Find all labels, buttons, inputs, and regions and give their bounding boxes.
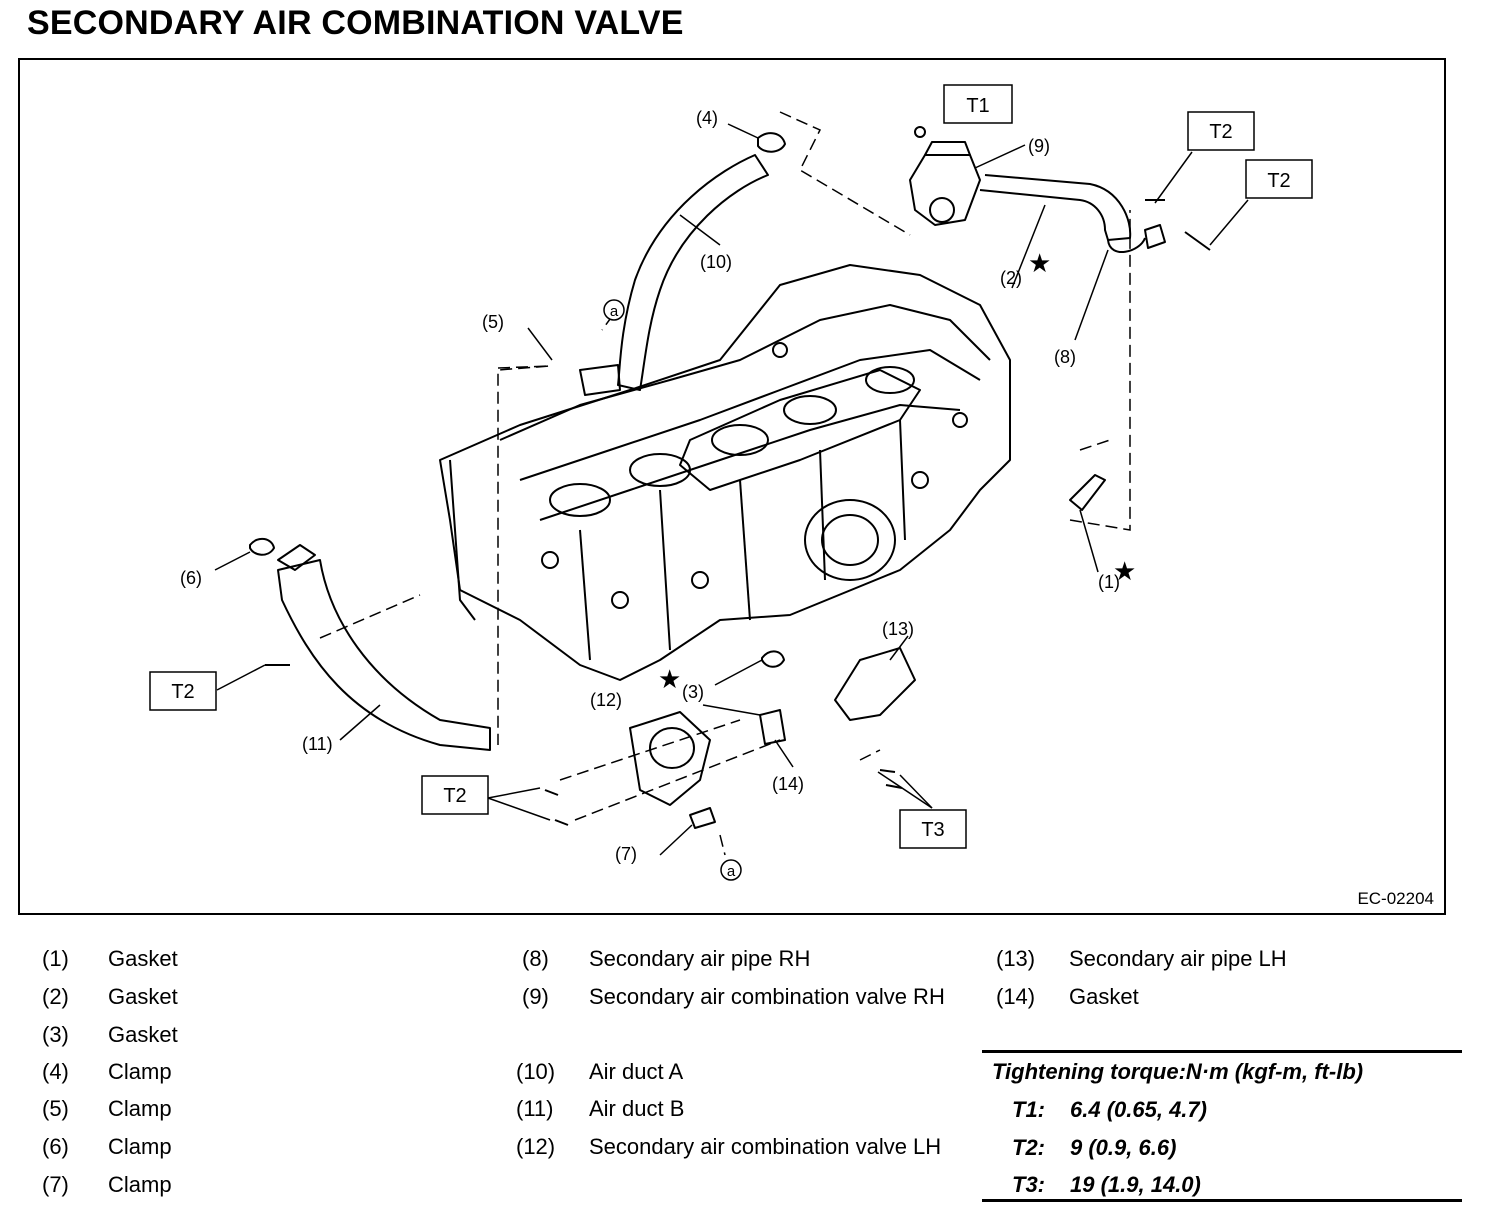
page-title: SECONDARY AIR COMBINATION VALVE: [27, 4, 684, 42]
star-icon: ★: [658, 665, 681, 695]
svg-text:a: a: [610, 303, 619, 320]
svg-text:T2: T2: [1209, 121, 1232, 143]
callout-10: (10): [700, 252, 732, 272]
svg-text:a: a: [727, 863, 736, 880]
callout-4: (4): [696, 108, 718, 128]
callout-9: (9): [1028, 136, 1050, 156]
svg-text:T2: T2: [171, 681, 194, 703]
torque-tag-t3: T3: [899, 809, 967, 849]
callout-14: (14): [772, 774, 804, 794]
torque-tag-t2: T2: [1187, 111, 1255, 151]
callout-13: (13): [882, 619, 914, 639]
valve-rh: [909, 154, 981, 226]
callout-11: (11): [302, 734, 333, 754]
callout-6: (6): [180, 568, 202, 588]
connection-marker-a: a: [603, 299, 625, 321]
callout-8: (8): [1054, 347, 1076, 367]
torque-tag-t2: T2: [149, 671, 217, 711]
callout-3: (3): [682, 682, 704, 702]
torque-tag-t1: T1: [943, 84, 1013, 124]
torque-table: Tightening torque:N·m (kgf-m, ft-lb) T1:…: [982, 1050, 1462, 1202]
callout-2: (2): [1000, 268, 1022, 288]
air-duct-a: [617, 154, 769, 391]
callout-7: (7): [615, 844, 637, 864]
callout-12: (12): [590, 690, 622, 710]
torque-tag-t2: T2: [1245, 159, 1313, 199]
star-icon: ★: [1028, 249, 1051, 279]
torque-tag-t2: T2: [421, 775, 489, 815]
callout-5: (5): [482, 312, 504, 332]
exploded-diagram: T1 T2 T2 T2 T2 T3 (1) (2) (3) (4) (5) (6…: [149, 84, 1313, 881]
connection-marker-a: a: [720, 859, 742, 881]
engine-block: [439, 264, 1011, 681]
svg-text:T1: T1: [966, 95, 989, 117]
torque-table-title: Tightening torque:N·m (kgf-m, ft-lb): [992, 1059, 1364, 1084]
figure-code: EC-02204: [1357, 889, 1434, 908]
svg-text:T2: T2: [1267, 170, 1290, 192]
star-icon: ★: [1113, 557, 1136, 587]
pipe-lh: [834, 647, 916, 721]
callout-1: (1): [1098, 572, 1120, 592]
exploded-diagram-frame: T1 T2 T2 T2 T2 T3 (1) (2) (3) (4) (5) (6…: [18, 58, 1446, 915]
svg-text:T3: T3: [921, 819, 944, 841]
gasket-rh: [1069, 474, 1106, 511]
air-duct-b: [277, 559, 491, 751]
svg-text:T2: T2: [443, 785, 466, 807]
valve-lh: [629, 711, 711, 806]
